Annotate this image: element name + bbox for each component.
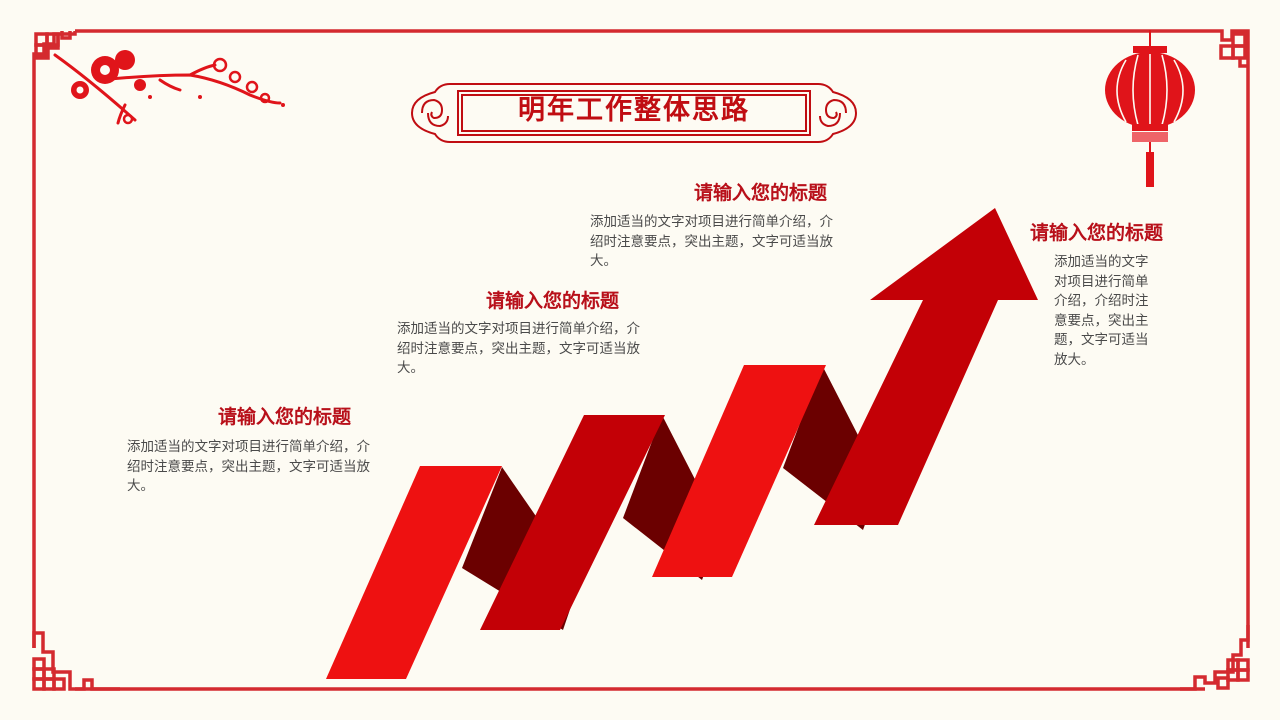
item-1-body: 添加适当的文字对项目进行简单介绍，介绍时注意要点，突出主题，文字可适当放大。 xyxy=(127,439,370,494)
title-banner: 明年工作整体思路 xyxy=(408,80,860,146)
page-title: 明年工作整体思路 xyxy=(518,95,750,126)
item-4-body: 添加适当的文字对项目进行简单介绍，介绍时注意要点，突出主题，文字可适当放大。 xyxy=(1054,254,1149,368)
fretwork-corner-top-right xyxy=(1205,29,1250,72)
growth-arrow-graphic xyxy=(326,208,1038,679)
item-2-body: 添加适当的文字对项目进行简单介绍，介绍时注意要点，突出主题，文字可适当放大。 xyxy=(397,321,640,376)
item-2-title: 请输入您的标题 xyxy=(486,290,620,312)
fretwork-corner-bottom-left xyxy=(32,631,120,691)
fretwork-corner-bottom-right xyxy=(1180,625,1250,691)
item-1-title: 请输入您的标题 xyxy=(218,406,352,428)
fretwork-corner-top-left xyxy=(32,31,77,72)
item-3-body: 添加适当的文字对项目进行简单介绍，介绍时注意要点，突出主题，文字可适当放大。 xyxy=(590,214,833,269)
ornate-frame-icon xyxy=(410,83,858,143)
item-3-title: 请输入您的标题 xyxy=(694,182,828,204)
item-4-title: 请输入您的标题 xyxy=(1030,222,1164,244)
plum-blossom-icon xyxy=(53,50,285,125)
red-lantern-icon xyxy=(1105,30,1195,187)
